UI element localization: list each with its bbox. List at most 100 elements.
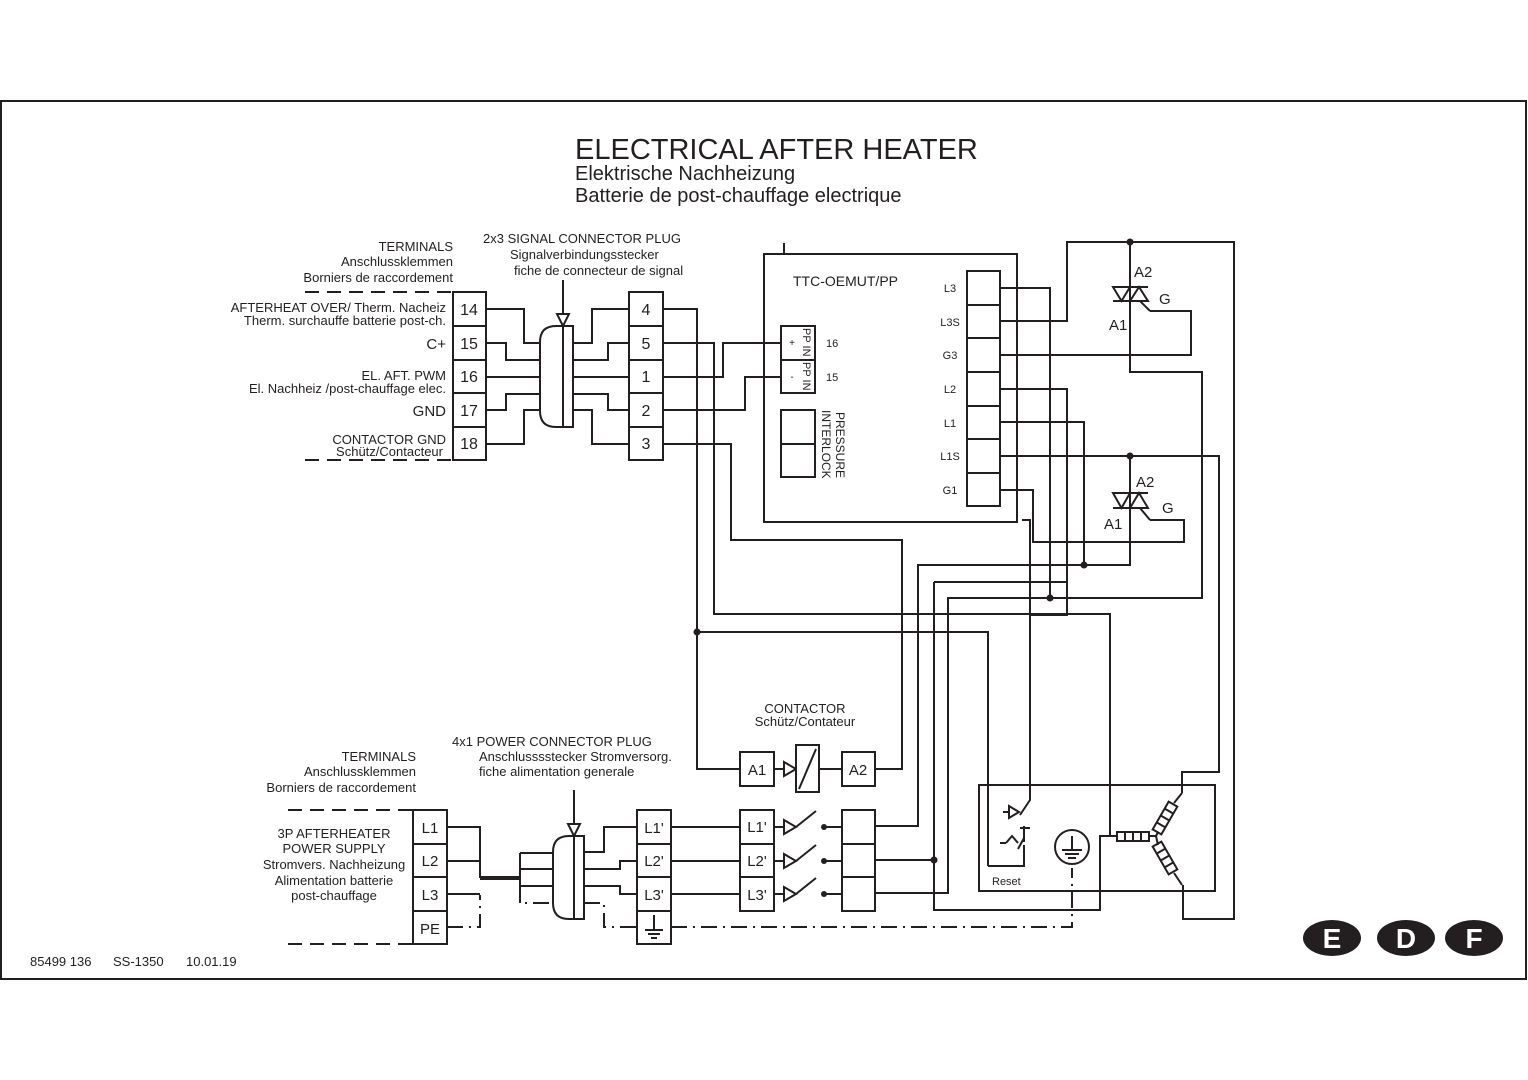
signal-pin-block: 4 5 1 2 3 [628, 291, 664, 461]
power-terminal-pe-label: PE [420, 921, 440, 938]
triac-1-a2: A2 [1134, 264, 1152, 281]
signal-wires-left [486, 308, 540, 445]
doc-number: 85499 136 [30, 954, 91, 969]
contact-l3-label: L3' [747, 887, 767, 904]
contact-switch-icon [774, 810, 842, 903]
terminal-14-sublabel: Therm. surchauffe batterie post-ch. [244, 313, 446, 328]
power-plug-heading-3: fiche alimentation generale [479, 764, 634, 779]
signal-terminals-heading-2: Anschlussklemmen [341, 254, 453, 269]
power-terminal-l1 [412, 809, 448, 845]
language-badge-e [1303, 920, 1361, 956]
pp-in-label-plus: PP IN [800, 328, 812, 357]
terminal-14 [452, 291, 487, 327]
output-l3-label: L3 [944, 283, 956, 295]
plug-arrow-icon [555, 313, 571, 329]
signal-wires-right [663, 243, 1117, 866]
pin-1-label: 1 [642, 369, 651, 386]
terminal-16-label: EL. AFT. PWM [361, 368, 446, 383]
power-pin-l1-label: L1' [644, 820, 664, 837]
pin-4-label: 4 [642, 302, 651, 319]
pin-3 [628, 426, 664, 461]
contact-l2-label: L2' [747, 853, 767, 870]
coil-arrow-icon [783, 760, 798, 778]
contact-out-1 [841, 809, 876, 845]
power-terminal-l1-label: L1 [422, 820, 439, 837]
signal-wires-mid [573, 308, 629, 445]
terminal-17-label: GND [413, 403, 447, 420]
supply-label-4: Alimentation batterie [275, 873, 394, 888]
signal-plug-heading-2: Signalverbindungsstecker [510, 247, 660, 262]
language-f: F [1465, 923, 1482, 954]
contactor: CONTACTOR Schütz/Contateur A1 A2 L1' L2'… [739, 701, 876, 912]
footer: 85499 136 SS-1350 10.01.19 [30, 954, 237, 969]
contact-out-2 [841, 843, 876, 878]
contact-out-3 [841, 876, 876, 912]
output-l3 [966, 270, 1001, 306]
triac-2-a2: A2 [1136, 474, 1154, 491]
pp-plus-sign: + [789, 338, 795, 349]
controller-ttc: TTC-OEMUT/PP + - PP IN PP IN 16 15 PRESS… [763, 253, 1018, 523]
power-terminal-block: TERMINALS Anschlussklemmen Borniers de r… [263, 749, 448, 945]
reset-label: Reset [992, 876, 1021, 888]
signal-connector-plug: 2x3 SIGNAL CONNECTOR PLUG Signalverbindu… [483, 231, 683, 428]
contact-l1-label: L1' [747, 819, 767, 836]
plug-arrow-icon [566, 823, 582, 839]
pp-minus-sign: - [790, 372, 793, 383]
triac-diode-icon [1128, 285, 1150, 302]
terminal-18-sublabel: Schütz/Contacteur [336, 444, 444, 459]
signal-plug-heading-1: 2x3 SIGNAL CONNECTOR PLUG [483, 231, 681, 246]
power-pin-l3-label: L3' [644, 887, 664, 904]
output-g3 [966, 337, 1001, 373]
triac-diode-icon [1111, 286, 1132, 303]
output-g1 [966, 472, 1001, 507]
power-terminal-l3-label: L3 [422, 887, 439, 904]
output-l1s-label: L1S [940, 451, 960, 463]
heater-frame [978, 784, 1216, 892]
output-l1 [966, 405, 1001, 440]
controller-name: TTC-OEMUT/PP [793, 273, 898, 289]
power-terminals-heading-3: Borniers de raccordement [266, 780, 416, 795]
sheet-frame [0, 100, 1527, 980]
triac-1-a1: A1 [1109, 317, 1127, 334]
pp-in-15: 15 [826, 372, 838, 384]
title-block: ELECTRICAL AFTER HEATER Elektrische Nach… [575, 134, 978, 207]
triac-1: A2 A1 G [1109, 238, 1171, 368]
power-terminal-pe [412, 910, 448, 945]
signal-terminals-heading-3: Borniers de raccordement [303, 270, 453, 285]
output-g1-label: G1 [943, 485, 958, 497]
supply-label-2: POWER SUPPLY [282, 841, 385, 856]
output-l1s [966, 438, 1001, 474]
triac-diode-icon [1111, 492, 1132, 511]
output-l3s-label: L3S [940, 317, 960, 329]
output-l2-label: L2 [944, 384, 956, 396]
power-plug-heading-1: 4x1 POWER CONNECTOR PLUG [452, 734, 652, 749]
power-terminal-l2-label: L2 [422, 853, 439, 870]
signal-plug-body [539, 325, 574, 428]
pressure-interlock-terminal-1 [780, 409, 816, 445]
output-l3s [966, 304, 1001, 339]
output-g3-label: G3 [943, 350, 958, 362]
heater-element: Reset [978, 615, 1216, 892]
terminal-14-label: AFTERHEAT OVER/ Therm. Nacheiz [231, 300, 446, 315]
terminal-17-number: 17 [460, 403, 478, 420]
ground-icon [645, 915, 663, 939]
overheat-switch-icon [1000, 804, 1025, 850]
power-plug-body [552, 835, 585, 920]
title-de: Elektrische Nachheizung [575, 163, 795, 185]
signal-terminal-block: TERMINALS Anschlussklemmen Borniers de r… [231, 239, 487, 461]
language-badges: E D F [1303, 920, 1503, 956]
supply-label-5: post-chauffage [291, 888, 377, 903]
power-pin-block: L1' L2' L3' [636, 809, 1073, 945]
power-terminals-heading-2: Anschlussklemmen [304, 764, 416, 779]
terminal-16-number: 16 [460, 369, 478, 386]
power-terminals-heading-1: TERMINALS [342, 749, 417, 764]
triac-1-g: G [1159, 291, 1171, 308]
triac-2-a1: A1 [1104, 516, 1122, 533]
terminal-16-sublabel: El. Nachheiz /post-chauffage elec. [249, 381, 446, 396]
triac-2: A2 A1 G [1104, 452, 1174, 533]
pressure-interlock-label-1: PRESSURE [833, 412, 847, 478]
pin-3-label: 3 [642, 436, 651, 453]
supply-label-1: 3P AFTERHEATER [278, 826, 391, 841]
language-d: D [1396, 923, 1416, 954]
